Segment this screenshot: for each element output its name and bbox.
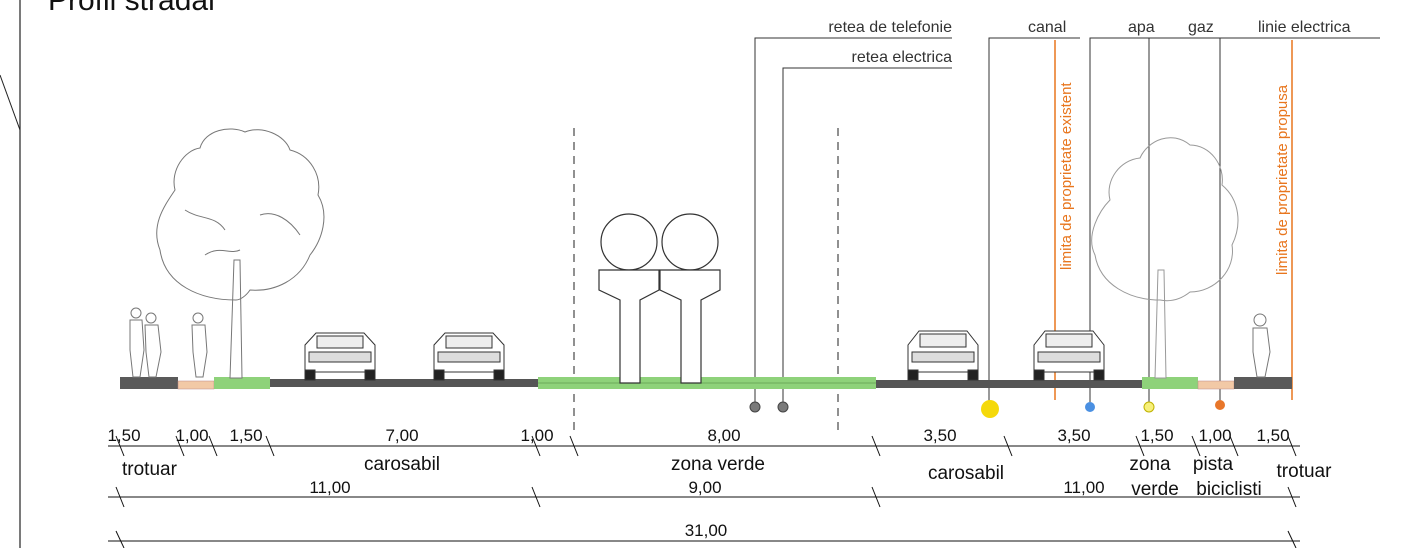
label-linie-electrica: linie electrica xyxy=(1258,19,1351,36)
dim-zona-verde: 8,00 xyxy=(707,426,740,445)
marker-linie-electrica xyxy=(1215,400,1225,410)
road-right xyxy=(876,380,1142,388)
marker-telefonie xyxy=(749,401,761,413)
dimension-lines xyxy=(108,435,1300,548)
label-property-limit-proposed: limita de proprietate propusa xyxy=(1274,84,1291,275)
callout-line-electrica xyxy=(782,67,952,403)
grass-left xyxy=(214,377,270,389)
street-furniture-center xyxy=(598,213,721,384)
label-canal: canal xyxy=(1028,19,1066,36)
label-apa: apa xyxy=(1128,19,1155,36)
ground-surfaces xyxy=(120,377,1292,390)
zone-label-trotuar-left: trotuar xyxy=(122,459,178,480)
marker-apa xyxy=(1085,402,1095,412)
dim-zona-verde-right: 1,50 xyxy=(1140,426,1173,445)
zone-label-zona-right-1: zona xyxy=(1129,454,1171,475)
dim-carosabil-right-1: 3,50 xyxy=(923,426,956,445)
dim-bike-strip-left: 1,00 xyxy=(175,426,208,445)
dim-total-center: 9,00 xyxy=(688,478,721,497)
label-retea-telefonie: retea de telefonie xyxy=(828,19,952,36)
marker-gaz xyxy=(1143,401,1155,413)
dim-total-left: 11,00 xyxy=(309,478,350,497)
label-property-limit-existing: limita de proprietate existent xyxy=(1058,82,1075,270)
zone-label-zona-right-2: verde xyxy=(1131,479,1179,500)
zone-label-carosabil-right: carosabil xyxy=(928,463,1004,484)
dim-total-width: 31,00 xyxy=(685,521,728,540)
callout-line-linie-electrica xyxy=(1219,37,1380,404)
callout-line-telefonie xyxy=(754,37,952,403)
marker-canal xyxy=(981,400,999,418)
dim-total-right: 11,00 xyxy=(1063,478,1104,497)
zone-label-zona-verde: zona verde xyxy=(671,454,765,475)
callout-line-apa xyxy=(1089,37,1163,404)
sidewalk-left xyxy=(120,377,178,389)
drawing-title: Profil stradal xyxy=(48,0,215,17)
label-retea-electrica: retea electrica xyxy=(852,49,953,66)
dim-grass-left: 1,50 xyxy=(229,426,262,445)
marker-electrica xyxy=(777,401,789,413)
car-left-1 xyxy=(304,332,376,381)
utility-callouts xyxy=(754,37,1380,407)
callout-line-gaz xyxy=(1148,37,1228,404)
tree-right xyxy=(1091,137,1239,379)
road-left xyxy=(270,379,538,387)
frame-diagonal xyxy=(0,74,21,131)
dim-trotuar-left: 1,50 xyxy=(107,426,140,445)
pedestrians-left xyxy=(129,307,208,378)
tree-left xyxy=(156,128,325,379)
grass-right xyxy=(1142,377,1198,389)
zone-label-trotuar-right: trotuar xyxy=(1277,461,1333,482)
label-gaz: gaz xyxy=(1188,19,1214,36)
dim-carosabil-right-2: 3,50 xyxy=(1057,426,1090,445)
dim-trotuar-right: 1,50 xyxy=(1256,426,1289,445)
car-right-2 xyxy=(1033,330,1105,381)
dim-separator-left: 1,00 xyxy=(520,426,553,445)
sidewalk-right xyxy=(1234,377,1292,389)
dim-pista-biciclisti: 1,00 xyxy=(1198,426,1231,445)
bike-lane-right xyxy=(1197,380,1235,390)
dim-carosabil-left: 7,00 xyxy=(385,426,418,445)
zone-label-carosabil-left: carosabil xyxy=(364,454,440,475)
zone-label-pista-2: biciclisti xyxy=(1196,479,1261,500)
zone-label-pista-1: pista xyxy=(1193,454,1234,475)
car-right-1 xyxy=(907,330,979,381)
callout-line-canal xyxy=(988,37,1080,407)
bike-strip-left xyxy=(177,380,215,390)
pedestrian-right xyxy=(1252,313,1271,378)
car-left-2 xyxy=(433,332,505,381)
